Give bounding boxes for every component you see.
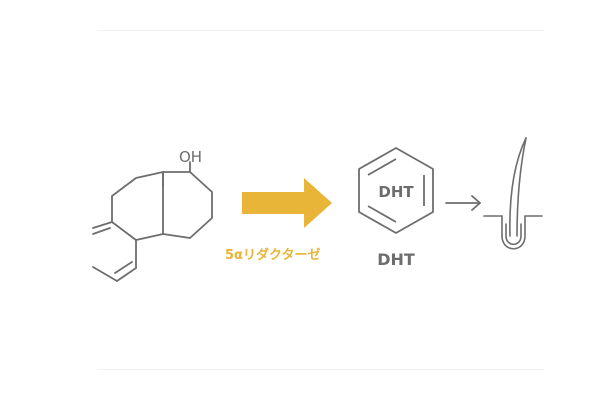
dht-ring-label: DHT bbox=[378, 183, 414, 201]
hair-follicle-icon bbox=[483, 137, 543, 250]
hydroxyl-label: OH bbox=[179, 148, 202, 166]
enzyme-arrow bbox=[242, 178, 332, 228]
dht-caption: DHT bbox=[377, 250, 415, 269]
arrow-right-icon bbox=[445, 195, 481, 211]
dht-ring-icon bbox=[358, 147, 434, 234]
testosterone-molecule bbox=[92, 161, 213, 282]
top-divider bbox=[98, 30, 544, 31]
bottom-divider bbox=[98, 369, 544, 370]
enzyme-label: 5αリダクターゼ bbox=[225, 247, 320, 263]
arrow-right-icon bbox=[242, 178, 332, 228]
